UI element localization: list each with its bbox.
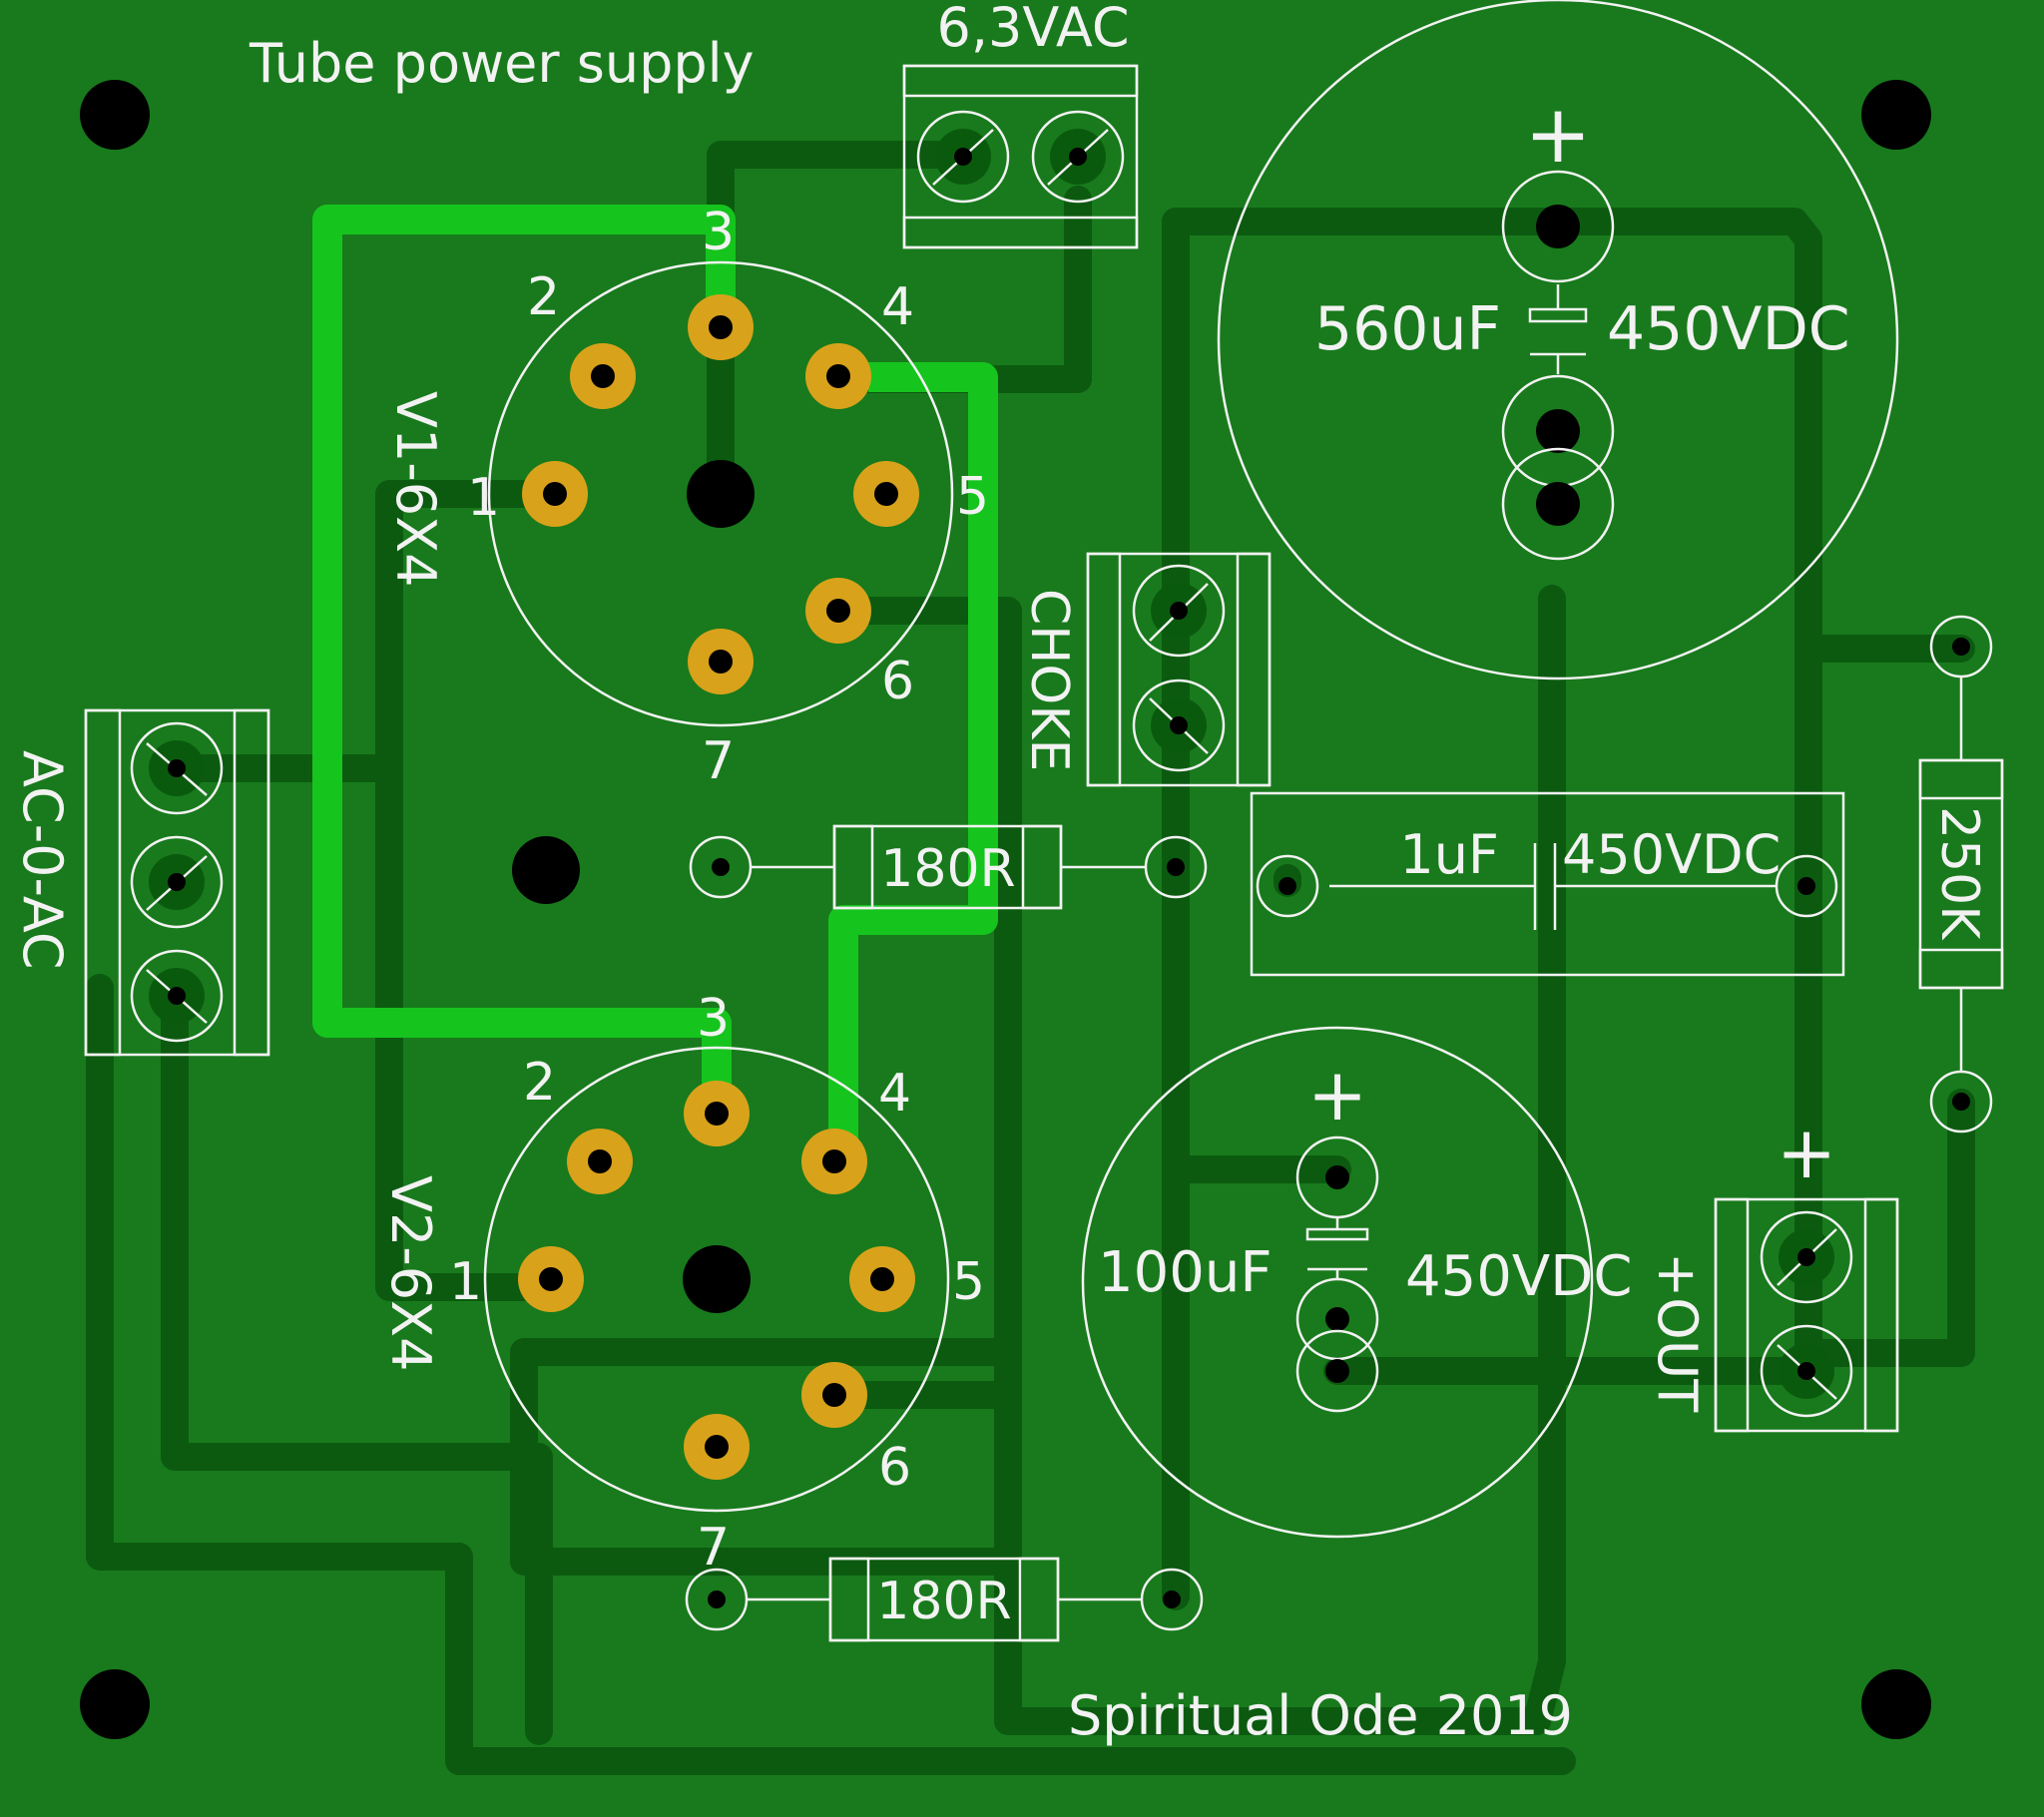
v2-pin-label-5: 5 [952, 1252, 985, 1312]
mount-hole-top-right [1861, 80, 1931, 150]
c1-voltage: 450VDC [1607, 294, 1850, 364]
resistor-r2: 180R [685, 1557, 1204, 1642]
c3-polarity: + [1307, 1053, 1367, 1136]
bright-traces [312, 205, 998, 1142]
board-title: Tube power supply [249, 32, 755, 95]
mount-hole-center [512, 836, 580, 904]
connector-output: + +OUT [1646, 1111, 1899, 1433]
v1-pin-label-2: 2 [527, 267, 560, 327]
connector-heater: 6,3VAC [902, 0, 1139, 249]
c2-value: 1uF [1399, 823, 1499, 886]
v1-pin-label-7: 7 [702, 731, 735, 791]
c1-polarity: + [1524, 88, 1591, 181]
v2-pin-label-7: 7 [697, 1518, 730, 1578]
v1-pin-label-1: 1 [467, 468, 500, 528]
capacitor-c3: + 100uF 450VDC [1081, 1026, 1632, 1539]
c3-value: 100uF [1098, 1240, 1273, 1305]
v1-pin-label-6: 6 [881, 652, 914, 711]
label-choke: CHOKE [1019, 589, 1079, 771]
v1-pin-label-5: 5 [956, 467, 989, 527]
resistor-r1: 180R [689, 824, 1208, 910]
tube-socket-v2: 1 2 3 4 5 6 7 V2-6X4 [379, 989, 985, 1578]
connector-ac-in: AC-0-AC [11, 708, 270, 1057]
dark-traces [86, 141, 1975, 1775]
label-r3: 250K [1929, 806, 1989, 941]
c1-value: 560uF [1314, 294, 1501, 364]
c2-voltage: 450VDC [1562, 823, 1781, 886]
output-polarity: + [1777, 1111, 1836, 1194]
tube-socket-v1: 1 2 3 4 5 6 7 V1-6X4 [384, 203, 989, 791]
mount-hole-bottom-right [1861, 1669, 1931, 1739]
v1-pin-label-3: 3 [702, 203, 735, 262]
v2-pins [518, 1081, 915, 1480]
mount-hole-top-left [80, 80, 150, 150]
label-r2: 180R [876, 1572, 1011, 1631]
v2-pin-label-6: 6 [878, 1438, 911, 1498]
v2-pin-label-4: 4 [878, 1064, 911, 1124]
v2-pin-label-1: 1 [449, 1252, 482, 1312]
v1-pin-label-4: 4 [881, 277, 914, 337]
mount-hole-bottom-left [80, 1669, 150, 1739]
c3-voltage: 450VDC [1405, 1244, 1632, 1309]
v1-pins [522, 294, 919, 694]
v2-pin-label-2: 2 [523, 1053, 556, 1113]
v2-ref-label: V2-6X4 [379, 1175, 442, 1372]
connector-choke: CHOKE [1019, 552, 1272, 787]
label-ac-in: AC-0-AC [11, 750, 74, 970]
label-r1: 180R [880, 839, 1015, 899]
v1-ref-label: V1-6X4 [384, 391, 447, 588]
v2-pin-label-3: 3 [697, 989, 730, 1049]
board-credit: Spiritual Ode 2019 [1068, 1684, 1573, 1747]
capacitor-c1: + 560uF 450VDC [1217, 0, 1899, 681]
label-heater: 6,3VAC [936, 0, 1129, 59]
resistor-r3: 250K [1918, 615, 2004, 1134]
label-output: +OUT [1646, 1252, 1709, 1413]
mounting-holes [80, 80, 1931, 1739]
capacitor-c2: 1uF 450VDC [1250, 791, 1845, 977]
